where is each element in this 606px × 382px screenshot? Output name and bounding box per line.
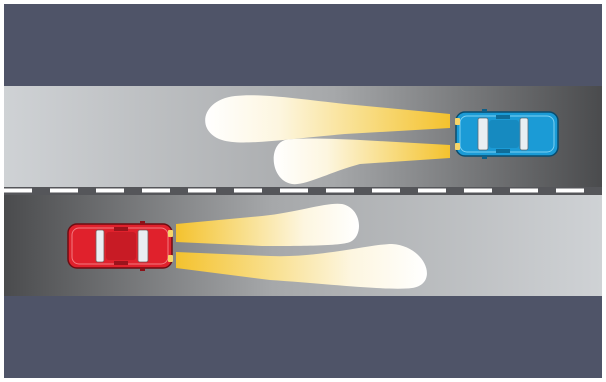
oncoming-car [455, 109, 558, 159]
own-car [68, 221, 173, 271]
lane-divider-dashed [4, 187, 602, 195]
